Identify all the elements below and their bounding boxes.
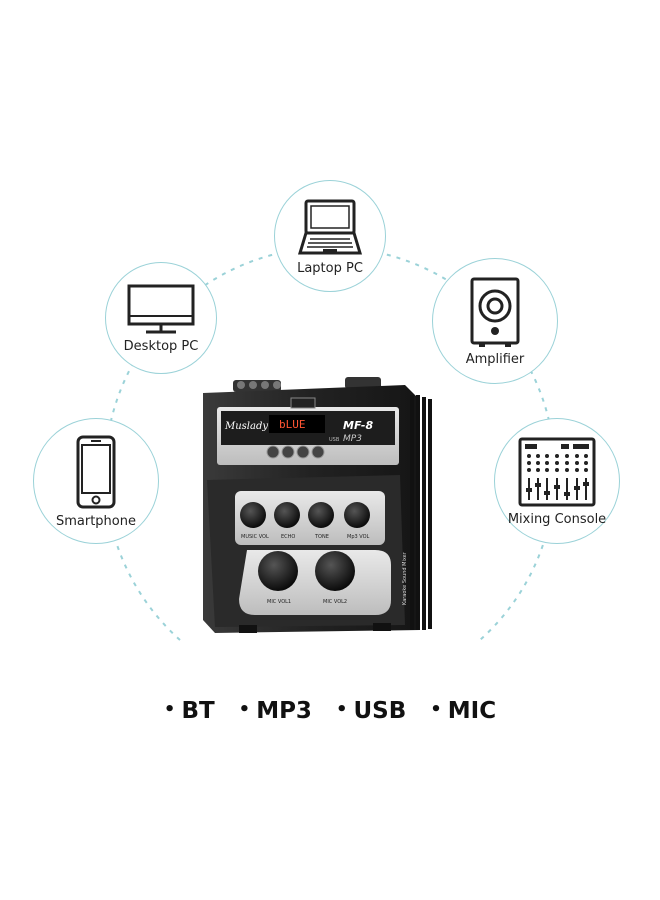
desktop-bubble: Desktop PC	[105, 262, 217, 374]
smartphone-icon	[76, 435, 116, 508]
feature-mp3-label: MP3	[256, 698, 312, 724]
bullet-icon: •	[430, 699, 442, 720]
knob-label-1: MUSIC VOL	[241, 534, 269, 540]
speaker-icon	[470, 277, 520, 347]
feature-bt-label: BT	[181, 698, 215, 724]
knob-label-3: TONE	[314, 534, 329, 540]
mic-knobs	[258, 551, 355, 591]
laptop-bubble: Laptop PC	[274, 180, 386, 292]
feature-bt: •BT	[164, 698, 215, 732]
device-model: MF-8	[343, 419, 373, 432]
feature-list: •BT •MP3 •USB •MIC	[0, 698, 660, 732]
amplifier-label: Amplifier	[465, 351, 525, 367]
laptop-label: Laptop PC	[297, 260, 363, 276]
bullet-icon: •	[335, 699, 348, 720]
mixer-device: Muslady MF-8 bLUE MP3 USB MUSIC VOL ECHO…	[203, 377, 432, 633]
transport-buttons	[266, 445, 325, 459]
amplifier-bubble: Amplifier	[432, 258, 558, 384]
feature-mic: •MIC	[430, 698, 496, 732]
laptop-icon	[297, 199, 363, 254]
desktop-label: Desktop PC	[123, 338, 199, 354]
smartphone-label: Smartphone	[55, 513, 136, 529]
knobs-row	[240, 502, 370, 528]
feature-mic-label: MIC	[447, 698, 497, 724]
bullet-icon: •	[163, 699, 176, 720]
device-display: bLUE	[279, 418, 306, 431]
desktop-icon	[127, 284, 195, 333]
mic-label-1: MIC VOL1	[267, 599, 291, 605]
device-usb-label: USB	[329, 437, 340, 443]
mixing-console-icon	[518, 437, 596, 506]
knob-label-2: ECHO	[281, 534, 295, 540]
mixing-console-label: Mixing Console	[507, 511, 607, 527]
mic-label-2: MIC VOL2	[323, 599, 347, 605]
knob-label-4: Mp3 VOL	[347, 534, 370, 540]
top-connectors	[233, 377, 381, 392]
feature-usb-label: USB	[353, 698, 407, 724]
smartphone-bubble: Smartphone	[33, 418, 159, 544]
side-label: Karaoke Sound Mixer	[402, 551, 408, 605]
device-mp3-label: MP3	[343, 434, 362, 444]
bullet-icon: •	[238, 699, 251, 720]
device-brand: Muslady	[224, 421, 268, 432]
feature-usb: •USB	[336, 698, 406, 732]
feature-mp3: •MP3	[239, 698, 312, 732]
mixing-console-bubble: Mixing Console	[494, 418, 620, 544]
